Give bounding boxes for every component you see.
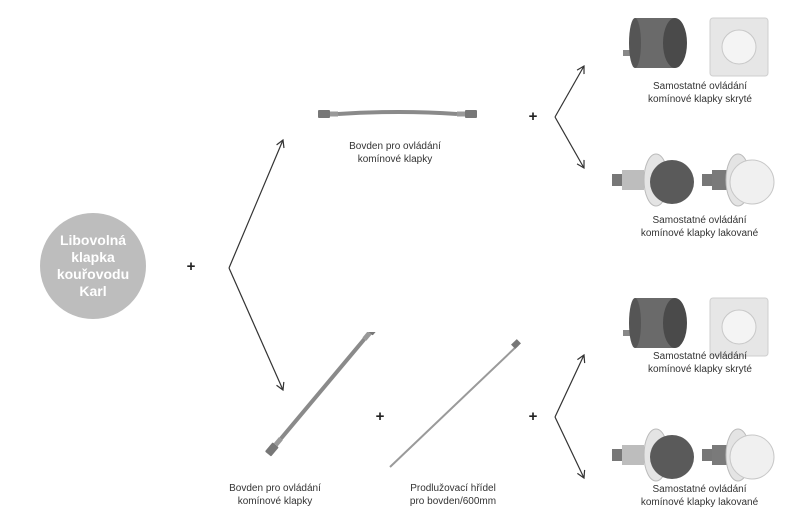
arrow-up	[228, 138, 285, 269]
bowden-caption-bottom: Bovden pro ovládání komínové klapky	[229, 483, 321, 507]
bowden-cable-image-top	[318, 110, 477, 118]
hidden-control-image-bottom	[623, 297, 769, 357]
painted-caption-top: Samostatné ovládání komínové klapky lako…	[640, 215, 759, 239]
plus-sign-1: +	[186, 258, 196, 275]
hidden-control-image-top	[623, 17, 769, 77]
shaft-caption: Prodlužovací hřídel pro bovden/600mm	[409, 483, 497, 507]
hidden-caption-top: Samostatné ovládání komínové klapky skry…	[648, 81, 752, 105]
painted-caption-bottom: Samostatné ovládání komínové klapky lako…	[640, 484, 759, 508]
plus-sign-2: +	[528, 108, 538, 125]
bowden-caption-top: Bovden pro ovládání komínové klapky	[349, 141, 441, 165]
bowden-cable-image-bottom	[265, 332, 380, 457]
top-fork-arrows	[554, 64, 585, 170]
painted-control-image-top	[612, 153, 775, 207]
arrow-down	[228, 267, 285, 392]
hidden-caption-bottom: Samostatné ovládání komínové klapky skry…	[648, 351, 752, 375]
extension-shaft-image	[389, 339, 521, 468]
start-node-label: Libovolná klapka kouřovodu Karl	[56, 232, 130, 299]
bottom-fork-arrows	[554, 353, 586, 480]
plus-sign-4: +	[528, 408, 538, 425]
plus-sign-3: +	[375, 408, 385, 425]
painted-control-image-bottom	[612, 428, 775, 482]
main-fork-arrows	[228, 138, 285, 392]
start-node-klapka: Libovolná klapka kouřovodu Karl	[40, 213, 146, 319]
